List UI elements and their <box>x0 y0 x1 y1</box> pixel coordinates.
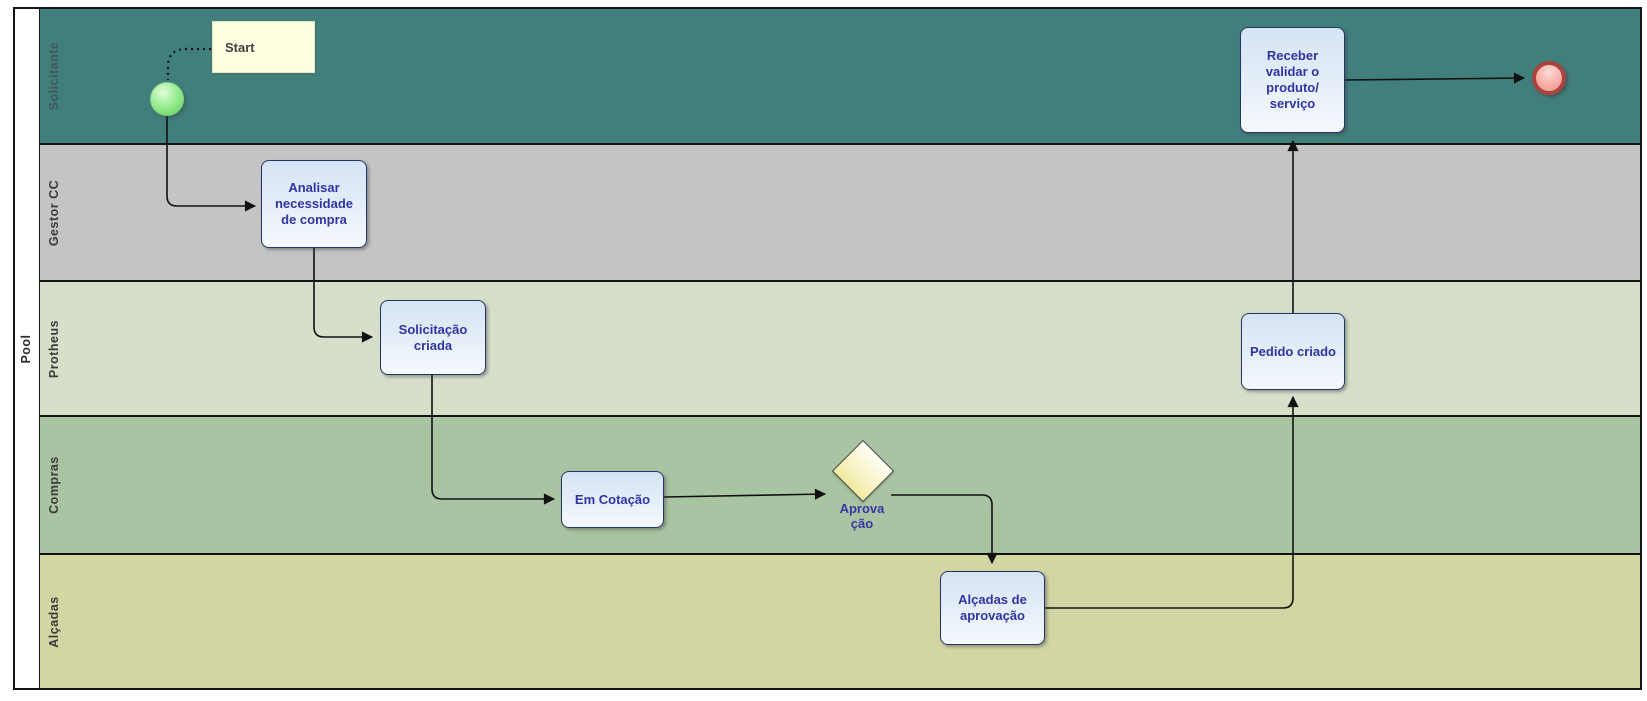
task-label: Pedido criado <box>1250 343 1336 359</box>
pool-label-column: Pool <box>15 9 40 688</box>
task-receber-validar[interactable]: Receber validar o produto/ serviço <box>1240 27 1345 133</box>
text-annotation-start[interactable]: Start <box>212 21 315 73</box>
task-label: Em Cotação <box>574 491 651 507</box>
lane-label-alcadas: Alçadas <box>47 595 61 648</box>
task-analisar-necessidade[interactable]: Analisar necessidade de compra <box>261 160 367 248</box>
task-alcadas-aprovacao[interactable]: Alçadas de aprovação <box>940 571 1045 645</box>
start-event-circle[interactable] <box>150 82 184 116</box>
lane-alcadas: Alçadas <box>40 555 1640 688</box>
annotation-label: Start <box>225 39 255 55</box>
pool-label: Pool <box>19 333 33 364</box>
task-solicitacao-criada[interactable]: Solicitação criada <box>380 300 486 375</box>
lane-label-protheus: Protheus <box>47 319 61 378</box>
task-label: Solicitação criada <box>398 321 468 353</box>
task-label: Alçadas de aprovação <box>958 592 1027 623</box>
task-pedido-criado[interactable]: Pedido criado <box>1241 313 1345 390</box>
task-em-cotacao[interactable]: Em Cotação <box>561 471 664 528</box>
lane-label-compras: Compras <box>47 456 61 514</box>
lane-compras: Compras <box>40 417 1640 555</box>
end-event-circle[interactable] <box>1532 61 1566 95</box>
task-label: Receber validar o produto/ serviço <box>1265 48 1320 111</box>
gateway-aprovacao-label: Aprova ção <box>839 501 885 531</box>
task-label: Analisar necessidade de compra <box>274 180 354 227</box>
lanes-container: Solicitante Gestor CC Protheus Compras A… <box>40 9 1640 688</box>
lane-label-solicitante: Solicitante <box>47 41 61 111</box>
lane-protheus: Protheus <box>40 282 1640 417</box>
pool: Pool Solicitante Gestor CC Protheus Comp… <box>13 7 1642 690</box>
lane-label-gestor-cc: Gestor CC <box>47 179 61 246</box>
